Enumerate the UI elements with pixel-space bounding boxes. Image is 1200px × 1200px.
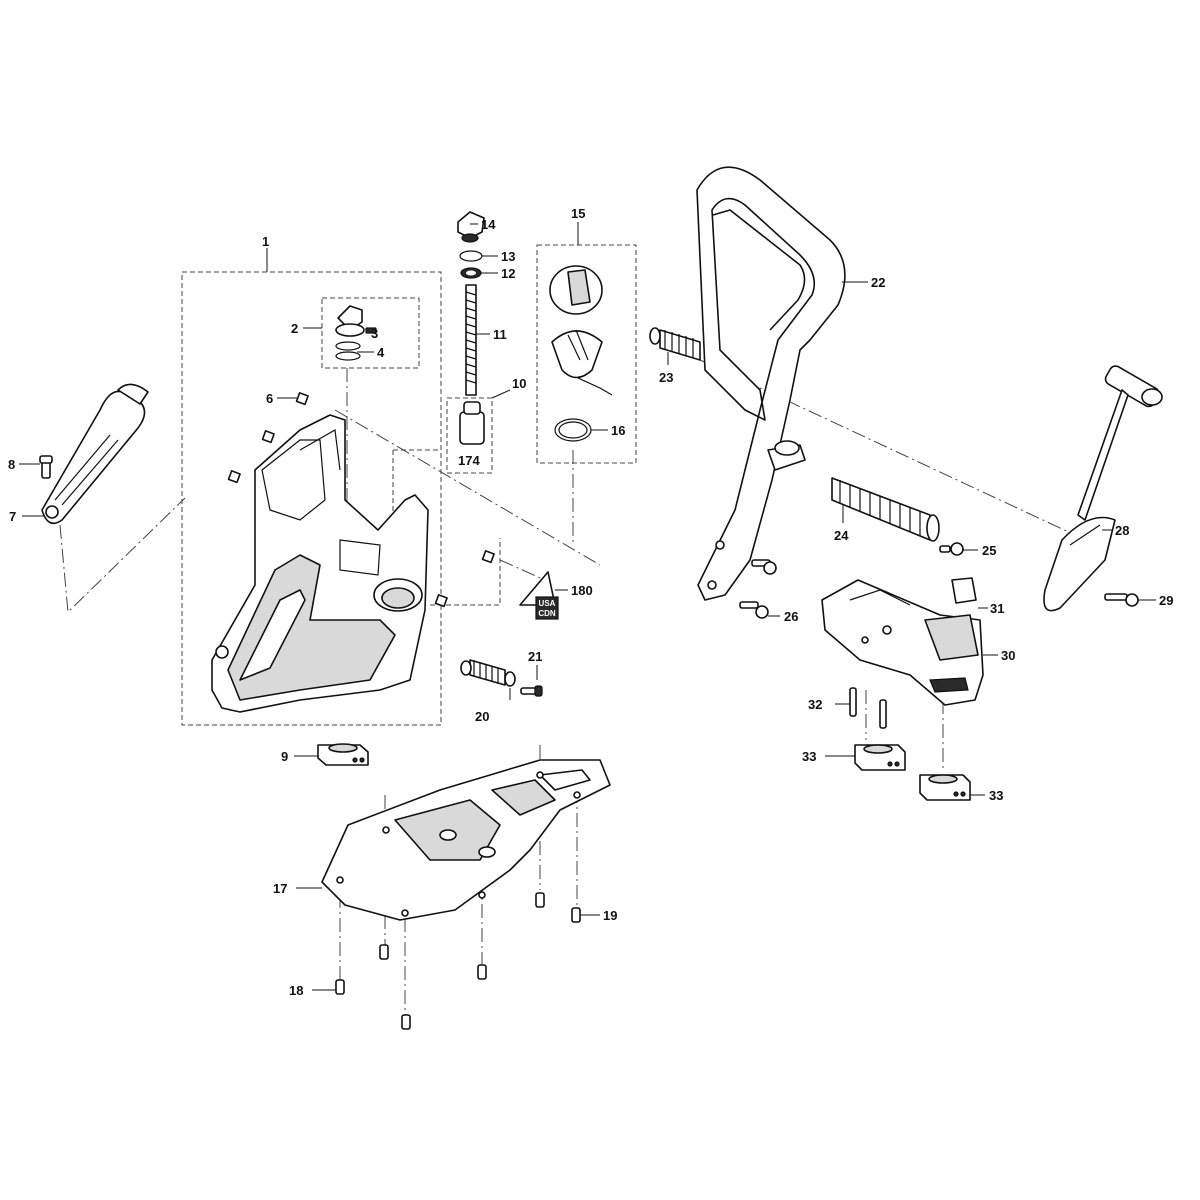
label-part-28: 28 xyxy=(1115,523,1129,538)
buffer-part-33-b xyxy=(919,774,971,801)
label-part-12: 12 xyxy=(501,266,515,281)
o-ring-part-13 xyxy=(459,250,483,262)
label-part-31: 31 xyxy=(990,601,1004,616)
group-box-1 xyxy=(181,271,442,726)
buffer-part-33-a xyxy=(854,744,906,771)
group-box-10 xyxy=(446,397,493,474)
screw-part-26 xyxy=(739,559,777,619)
screw-part-19 xyxy=(535,892,581,923)
label-part-180: 180 xyxy=(571,583,593,598)
label-part-174: 174 xyxy=(458,453,480,468)
label-part-2: 2 xyxy=(291,321,298,336)
alignment-line-7 xyxy=(59,497,186,614)
fuel-hose-part-11 xyxy=(465,284,477,396)
alignment-line-6 xyxy=(334,409,601,566)
fuel-filter-part-10 xyxy=(459,401,485,445)
o-ring-part-4 xyxy=(335,341,361,361)
label-part-33-b: 33 xyxy=(989,788,1003,803)
label-part-20: 20 xyxy=(475,709,489,724)
screw-part-32 xyxy=(849,687,887,729)
buffer-part-9 xyxy=(317,743,369,766)
label-part-30: 30 xyxy=(1001,648,1015,663)
group-box-15 xyxy=(536,244,637,464)
label-part-15: 15 xyxy=(571,206,585,221)
handle-grip-part-7 xyxy=(41,383,149,525)
front-handle-part-22 xyxy=(696,166,846,601)
decal-part-180: USA CDN xyxy=(519,571,559,620)
fuel-cap-part-2 xyxy=(335,305,365,337)
label-part-29: 29 xyxy=(1159,593,1173,608)
decal-text-cdn: CDN xyxy=(538,609,556,618)
label-part-1: 1 xyxy=(262,234,269,249)
label-part-18: 18 xyxy=(289,983,303,998)
alignment-line-180 xyxy=(499,559,546,581)
label-part-4: 4 xyxy=(377,345,385,360)
label-part-19: 19 xyxy=(603,908,617,923)
label-part-22: 22 xyxy=(871,275,885,290)
label-part-6: 6 xyxy=(266,391,273,406)
label-part-13: 13 xyxy=(501,249,515,264)
insert-part-31 xyxy=(951,577,977,604)
o-ring-part-16 xyxy=(554,418,592,442)
cap-part-14 xyxy=(457,211,485,243)
skid-plate-part-17 xyxy=(321,759,611,921)
label-part-10: 10 xyxy=(512,376,526,391)
combination-tool-part-28 xyxy=(1043,365,1163,612)
label-part-9: 9 xyxy=(281,749,288,764)
label-part-16: 16 xyxy=(611,423,625,438)
screw-part-29 xyxy=(1104,593,1139,607)
label-part-3: 3 xyxy=(371,326,378,341)
label-part-26: 26 xyxy=(784,609,798,624)
screw-part-18 xyxy=(335,944,487,1030)
screw-part-25 xyxy=(939,542,964,556)
alignment-line-23 xyxy=(699,359,1076,536)
label-part-17: 17 xyxy=(273,881,287,896)
decal-text-usa: USA xyxy=(539,599,556,608)
label-part-11: 11 xyxy=(493,327,507,342)
fuel-cap-part-15 xyxy=(549,265,613,396)
washer-part-12 xyxy=(460,267,482,279)
damper-part-23 xyxy=(649,327,701,361)
damper-spring-part-20 xyxy=(460,659,516,687)
label-part-32: 32 xyxy=(808,697,822,712)
label-part-33-a: 33 xyxy=(802,749,816,764)
bracket-part-30 xyxy=(821,579,984,706)
label-part-24: 24 xyxy=(834,528,849,543)
label-part-8: 8 xyxy=(8,457,15,472)
damper-spring-part-24 xyxy=(831,477,940,542)
fuel-tank-housing-part-1 xyxy=(211,414,429,713)
label-part-23: 23 xyxy=(659,370,673,385)
label-part-14: 14 xyxy=(481,217,496,232)
nut-part-6 xyxy=(227,392,495,608)
screw-part-21 xyxy=(520,685,543,697)
label-part-21: 21 xyxy=(528,649,542,664)
leader-lines xyxy=(19,222,1156,991)
label-part-7: 7 xyxy=(9,509,16,524)
group-box-2 xyxy=(321,297,420,369)
screw-part-8 xyxy=(39,455,53,479)
label-part-25: 25 xyxy=(982,543,996,558)
